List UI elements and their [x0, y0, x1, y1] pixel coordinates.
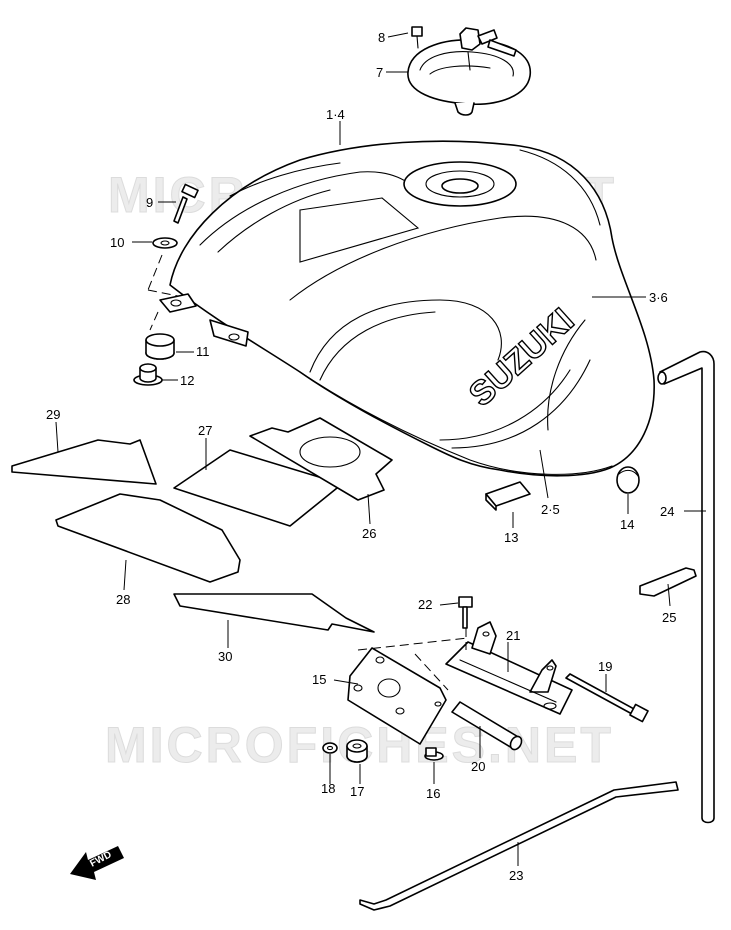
callout-21: 21 — [506, 628, 520, 643]
callout-20: 20 — [471, 759, 485, 774]
callout-25: 25 — [662, 610, 676, 625]
callout-19: 19 — [598, 659, 612, 674]
tank-bolt — [173, 183, 199, 224]
callout-16: 16 — [426, 786, 440, 801]
callout-30: 30 — [218, 649, 232, 664]
pad-26 — [249, 417, 393, 501]
callout-12: 12 — [180, 373, 194, 388]
fuel-tank: SUZUKI — [159, 140, 655, 477]
pad-30 — [173, 593, 375, 633]
cap-bolt — [411, 26, 423, 49]
washer-10 — [152, 237, 178, 249]
bolt-22 — [458, 596, 473, 629]
callout-9: 9 — [146, 195, 153, 210]
callout-7: 7 — [376, 65, 383, 80]
callout-11: 11 — [196, 344, 210, 359]
cushion-13 — [485, 481, 531, 511]
pad-28 — [55, 493, 241, 583]
callout-26: 26 — [362, 526, 376, 541]
collar-17 — [346, 739, 368, 763]
callout-14: 14 — [620, 517, 634, 532]
collar — [133, 363, 163, 386]
fuel-cap-assembly — [407, 27, 531, 116]
washer-18 — [322, 742, 338, 754]
prop-rod — [359, 781, 679, 911]
rubber-cushion — [145, 333, 175, 360]
watermark-bottom: MICROFICHES.NET — [105, 717, 614, 773]
callout-15: 15 — [312, 672, 326, 687]
bolt-16 — [424, 747, 444, 761]
callout-28: 28 — [116, 592, 130, 607]
callout-1-4: 1·4 — [326, 107, 345, 122]
callout-8: 8 — [378, 30, 385, 45]
callout-22: 22 — [418, 597, 432, 612]
fuel-hose — [659, 350, 715, 824]
callout-18: 18 — [321, 781, 335, 796]
callout-29: 29 — [46, 407, 60, 422]
callout-24: 24 — [660, 504, 674, 519]
callout-10: 10 — [110, 235, 124, 250]
plug-14 — [616, 466, 640, 494]
clamp-25 — [639, 567, 697, 597]
callout-23: 23 — [509, 868, 523, 883]
forward-direction-icon: FWD — [70, 846, 124, 880]
pad-29 — [11, 439, 157, 485]
callout-3-6: 3·6 — [649, 290, 668, 305]
spacer-20 — [451, 701, 523, 751]
callout-17: 17 — [350, 784, 364, 799]
callout-2-5: 2·5 — [541, 502, 560, 517]
callout-27: 27 — [198, 423, 212, 438]
bolt-19 — [565, 673, 649, 723]
callout-13: 13 — [504, 530, 518, 545]
hinge-bracket — [445, 621, 573, 715]
